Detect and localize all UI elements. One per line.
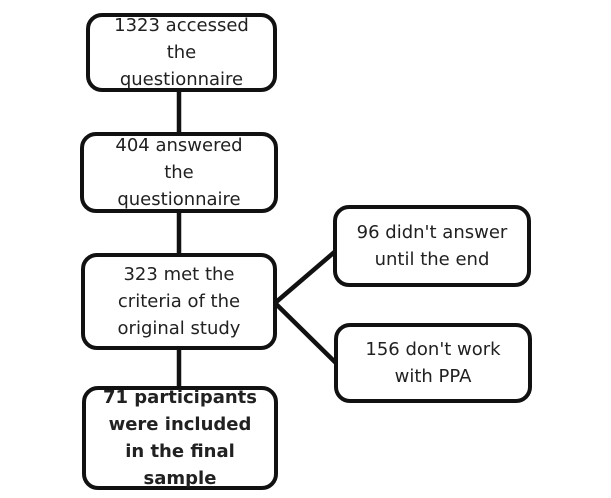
flow-box-criteria: 323 met the criteria of the original stu… [81,253,277,350]
flow-box-answered-label: 404 answered the questionnaire [115,135,243,210]
exclusion-box-no-ppa: 156 don't work with PPA [334,323,532,403]
flow-box-answered: 404 answered the questionnaire [80,132,278,213]
exclusion-box-didnt-answer-label: 96 didn't answer until the end [356,222,508,270]
flow-box-accessed: 1323 accessed the questionnaire [86,13,277,92]
exclusion-box-no-ppa-label: 156 don't work with PPA [365,339,501,387]
connector-criteria-didnt-answer [272,246,341,306]
flow-box-final-sample-label: 71 participants were included in the fin… [102,387,257,489]
flow-box-accessed-label: 1323 accessed the questionnaire [114,15,249,90]
flow-box-criteria-label: 323 met the criteria of the original stu… [117,264,241,339]
flow-box-final-sample: 71 participants were included in the fin… [82,386,278,490]
exclusion-box-didnt-answer: 96 didn't answer until the end [333,205,531,287]
connector-criteria-no-ppa [272,300,342,369]
